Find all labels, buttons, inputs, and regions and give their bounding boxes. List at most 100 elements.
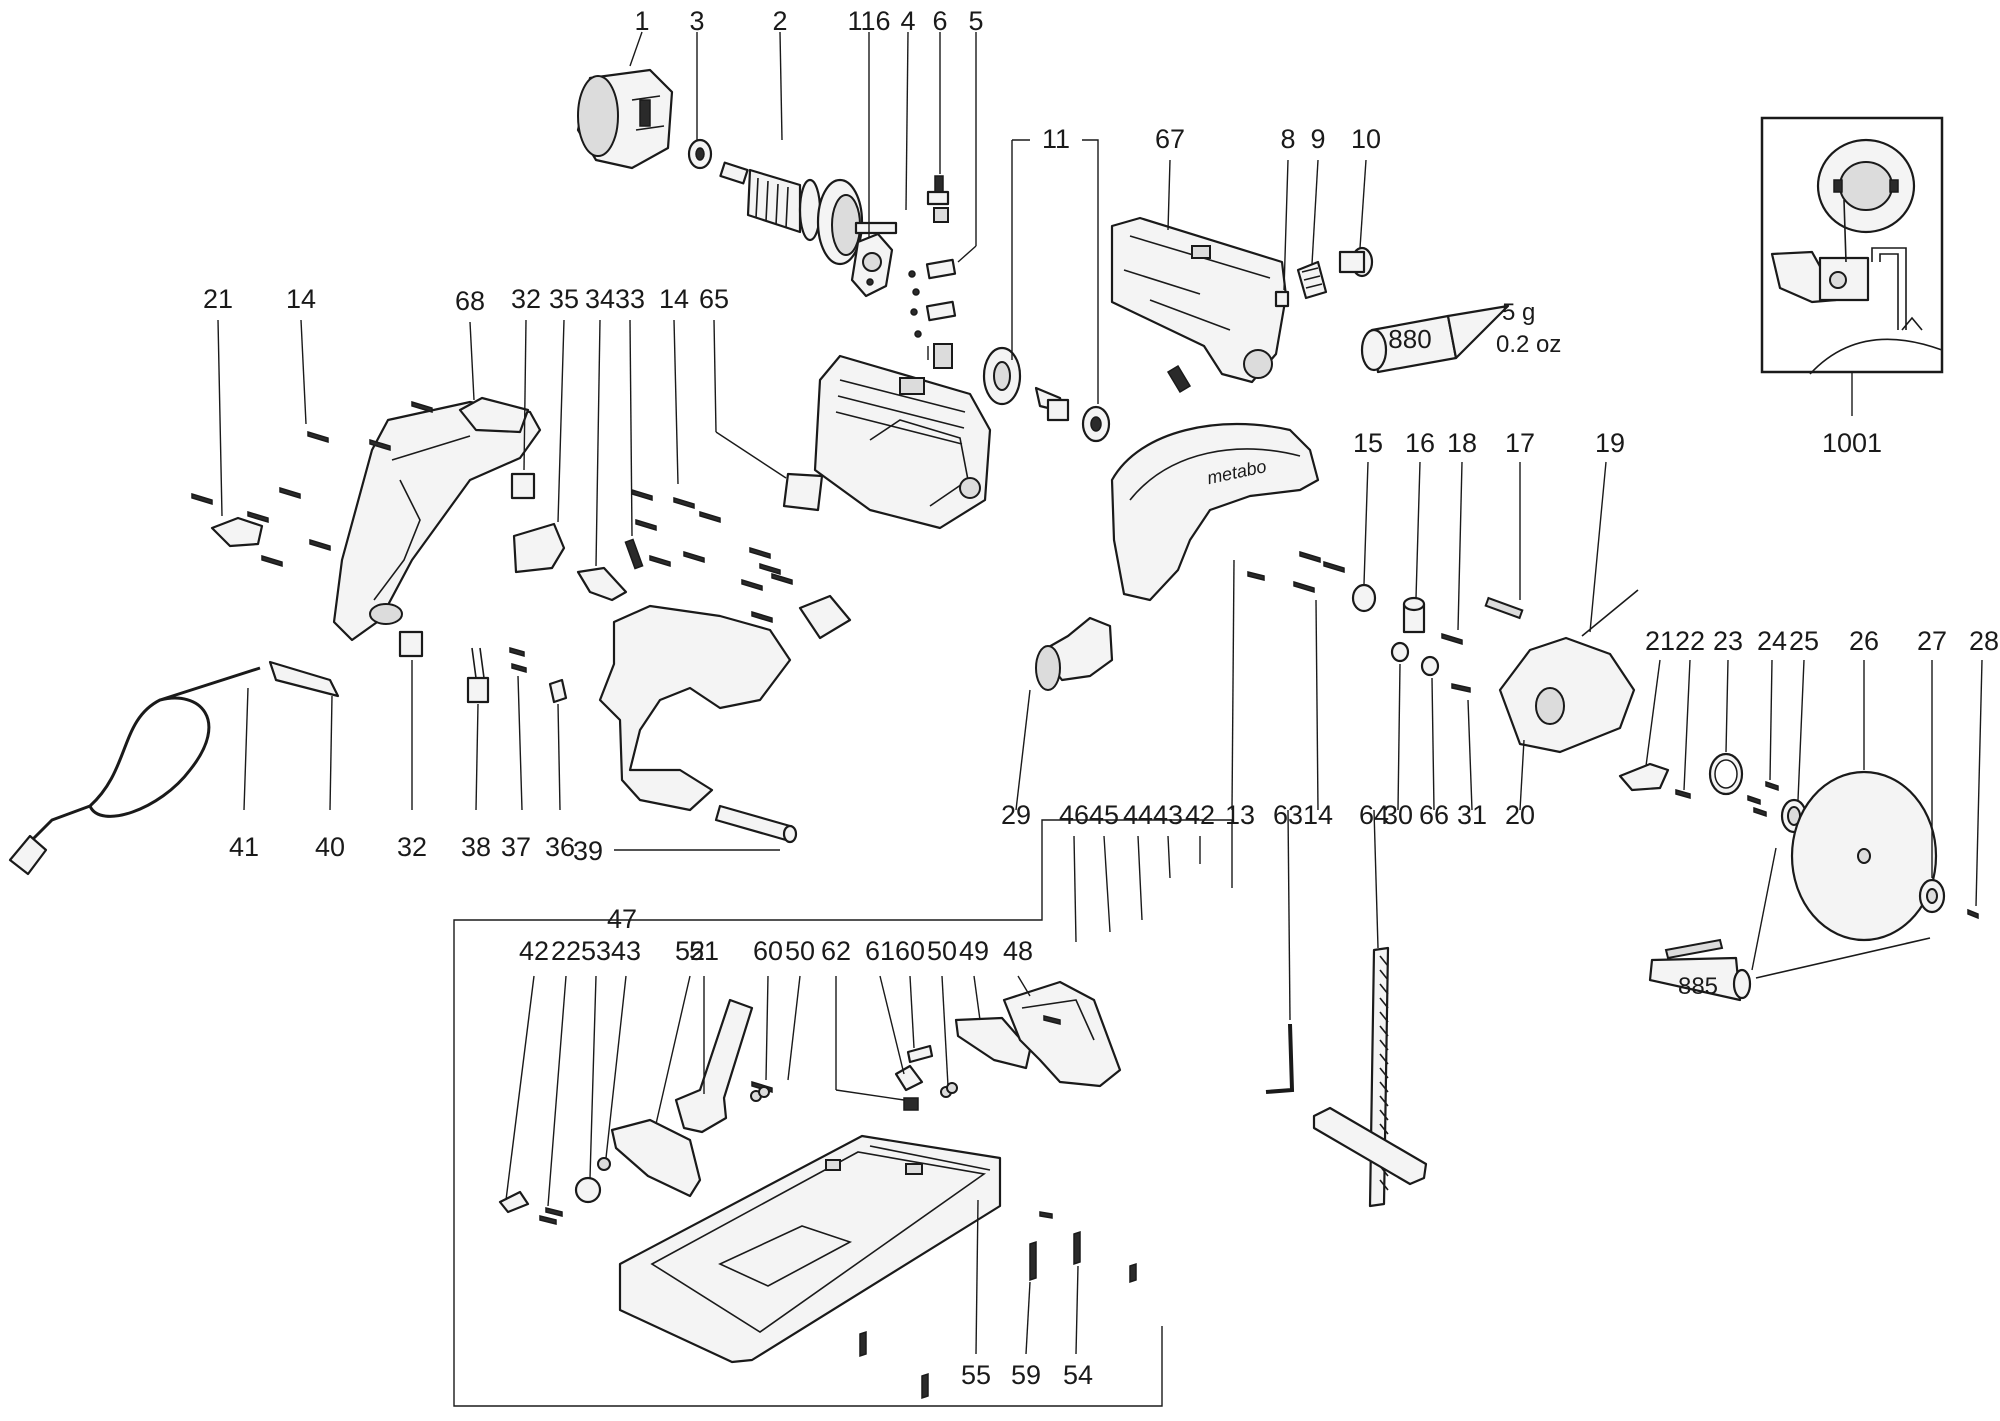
- label-14-top-left: 14: [286, 284, 316, 314]
- inset-1001-wiring: [1760, 116, 1944, 416]
- label-61: 61: [865, 936, 895, 966]
- label-6: 6: [932, 6, 947, 36]
- callout-labels: 1 3 2 116 4 6 5 11 67 8 9 10 1001 21 14 …: [203, 6, 1999, 1390]
- label-39: 39: [573, 836, 603, 866]
- label-60-right: 60: [895, 936, 925, 966]
- part-4-brush-holder: [908, 258, 957, 369]
- label-32-bottom: 32: [397, 832, 427, 862]
- screws-left-group: [191, 400, 793, 624]
- label-25: 25: [1789, 626, 1819, 656]
- label-15: 15: [1353, 428, 1383, 458]
- label-51: 51: [689, 936, 719, 966]
- label-37: 37: [501, 832, 531, 862]
- label-54: 54: [1063, 1360, 1093, 1390]
- label-8: 8: [1280, 124, 1295, 154]
- label-9: 9: [1310, 124, 1325, 154]
- grease-885-code: 885: [1678, 973, 1718, 1000]
- label-30: 30: [1383, 800, 1413, 830]
- label-23: 23: [1713, 626, 1743, 656]
- label-19: 19: [1595, 428, 1625, 458]
- part-39-rear-handle: [598, 594, 852, 851]
- label-46: 46: [1059, 800, 1089, 830]
- label-29: 29: [1001, 800, 1031, 830]
- label-65: 65: [699, 284, 729, 314]
- grease-880-qty-g: 5 g: [1502, 299, 1535, 326]
- label-1001: 1001: [1822, 428, 1882, 458]
- part-32-35-34-33: [510, 472, 644, 602]
- label-41: 41: [229, 832, 259, 862]
- label-42-top: 42: [1185, 800, 1215, 830]
- screws-guard-group: [1247, 550, 1639, 693]
- label-24: 24: [1757, 626, 1787, 656]
- label-62: 62: [821, 936, 851, 966]
- label-32-top: 32: [511, 284, 541, 314]
- blade-side-parts: 885: [1618, 752, 1979, 1002]
- label-49: 49: [959, 936, 989, 966]
- label-116: 116: [847, 6, 890, 36]
- label-27: 27: [1917, 626, 1947, 656]
- part-64-rip-fence: [1312, 946, 1428, 1208]
- label-50-right: 50: [927, 936, 957, 966]
- leader-lines: [217, 31, 1983, 1355]
- label-1: 1: [634, 6, 649, 36]
- label-4: 4: [900, 6, 915, 36]
- label-63: 63: [1273, 800, 1303, 830]
- part-29-dust-port: [1035, 616, 1114, 691]
- part-8-9-10-spring-pin: [1274, 246, 1374, 308]
- label-2: 2: [772, 6, 787, 36]
- part-116-bearing-plate: [850, 232, 894, 298]
- part-guard-upper: metabo: [1110, 422, 1320, 602]
- part-40-cable-sleeve: [268, 660, 340, 698]
- label-53: 53: [581, 936, 611, 966]
- label-26: 26: [1849, 626, 1879, 656]
- label-47: 47: [607, 904, 637, 934]
- label-3: 3: [689, 6, 704, 36]
- label-20: 20: [1505, 800, 1535, 830]
- base-hardware-group: [498, 980, 1137, 1400]
- part-55-base-plate: [618, 1134, 1002, 1364]
- label-5: 5: [968, 6, 983, 36]
- part-65-label: [782, 472, 824, 512]
- part-11-gear-shaft: [982, 139, 1111, 443]
- part-6-carbon-brush: [926, 175, 950, 223]
- label-11: 11: [1042, 124, 1070, 154]
- label-33: 33: [615, 284, 645, 314]
- label-43-bottom: 43: [611, 936, 641, 966]
- label-17: 17: [1505, 428, 1535, 458]
- part-3-bearing: [687, 138, 713, 170]
- label-28: 28: [1969, 626, 1999, 656]
- label-14-mid: 14: [1303, 800, 1333, 830]
- label-31: 31: [1457, 800, 1487, 830]
- label-38: 38: [461, 832, 491, 862]
- label-64: 64: [1359, 800, 1389, 830]
- label-45: 45: [1089, 800, 1119, 830]
- label-21-top: 21: [203, 284, 233, 314]
- label-18: 18: [1447, 428, 1477, 458]
- label-36: 36: [545, 832, 575, 862]
- label-52: 52: [675, 936, 705, 966]
- label-55: 55: [961, 1360, 991, 1390]
- label-35: 35: [549, 284, 579, 314]
- part-68-handle-half: [332, 396, 542, 642]
- part-41-power-cable: [8, 666, 261, 876]
- label-44: 44: [1123, 800, 1153, 830]
- label-42-bottom: 42: [519, 936, 549, 966]
- label-43-top: 43: [1153, 800, 1183, 830]
- part-gear-housing: [813, 354, 992, 530]
- label-60-left: 60: [753, 936, 783, 966]
- part-2-armature: [719, 161, 898, 266]
- grease-tube-880: 880 5 g 0.2 oz: [1360, 299, 1561, 374]
- label-68: 68: [455, 286, 485, 316]
- part-67-gearbox-cover: [1110, 216, 1288, 394]
- label-22-bottom: 22: [551, 936, 581, 966]
- label-67: 67: [1155, 124, 1185, 154]
- part-1-stator: [576, 68, 674, 170]
- label-40: 40: [315, 832, 345, 862]
- label-66: 66: [1419, 800, 1449, 830]
- label-13: 13: [1225, 800, 1255, 830]
- label-10: 10: [1351, 124, 1381, 154]
- part-20-lower-guard: [1498, 636, 1636, 754]
- label-14-top-mid: 14: [659, 284, 689, 314]
